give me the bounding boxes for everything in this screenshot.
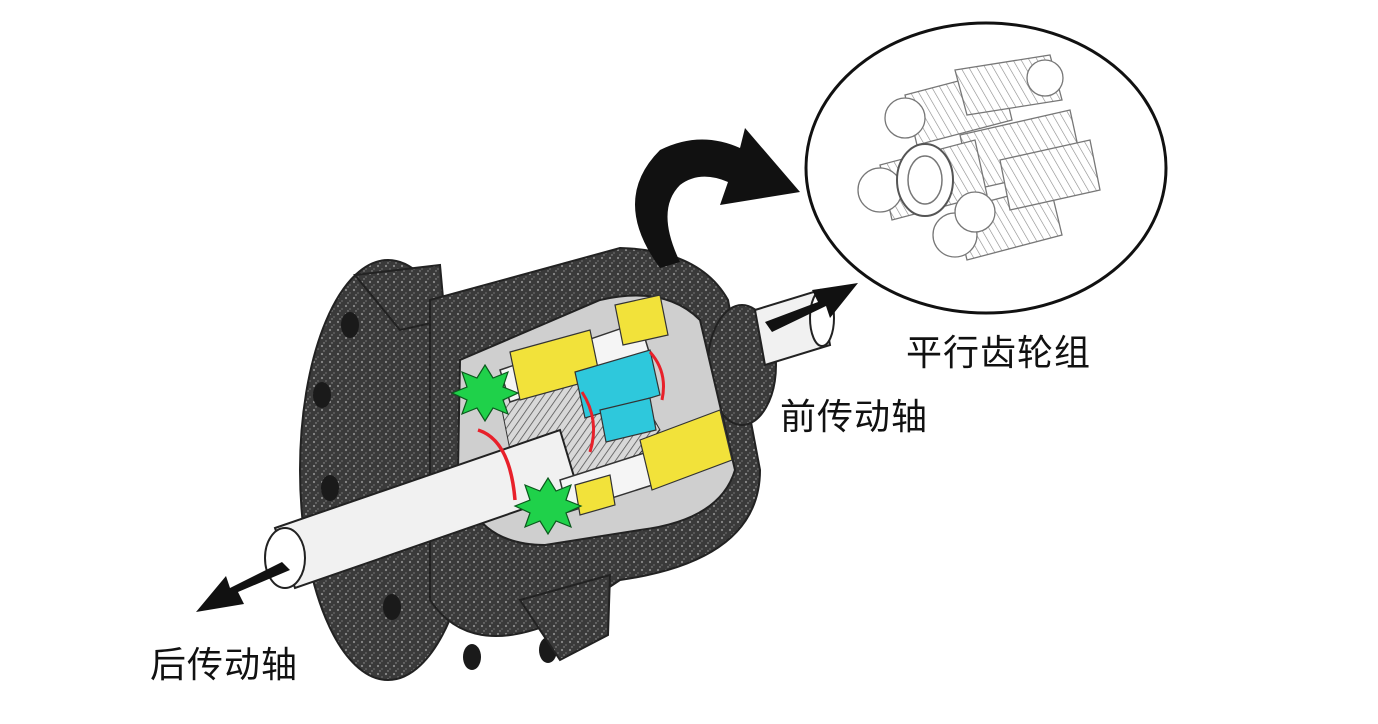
rear-output-arrow bbox=[196, 562, 290, 612]
front-output-arrow bbox=[765, 283, 858, 332]
parallel-gear-set-label: 平行齿轮组 bbox=[906, 333, 1092, 374]
front-drive-shaft-label: 前传动轴 bbox=[780, 397, 929, 438]
red-ring-left bbox=[477, 428, 517, 501]
cyan-gear-lower bbox=[599, 397, 657, 443]
rear-drive-shaft-label: 后传动轴 bbox=[150, 645, 299, 686]
green-gear-upper bbox=[450, 363, 520, 423]
rotation-arrow bbox=[635, 128, 800, 268]
yellow-gear-top-right bbox=[614, 294, 669, 346]
parallel-gear-set-illustration bbox=[857, 54, 1101, 261]
arrow-up-right-icon bbox=[765, 283, 858, 332]
flange-bottom-lug bbox=[518, 573, 612, 662]
arrow-down-left-icon bbox=[196, 562, 290, 612]
curved-arrow-icon bbox=[635, 128, 800, 268]
yellow-gear-lower bbox=[639, 409, 733, 491]
zoom-inset bbox=[804, 21, 1168, 315]
red-ring-right bbox=[648, 350, 665, 401]
colored-gears bbox=[450, 294, 733, 536]
green-gear-lower bbox=[513, 476, 583, 536]
red-ring-center bbox=[580, 391, 596, 453]
